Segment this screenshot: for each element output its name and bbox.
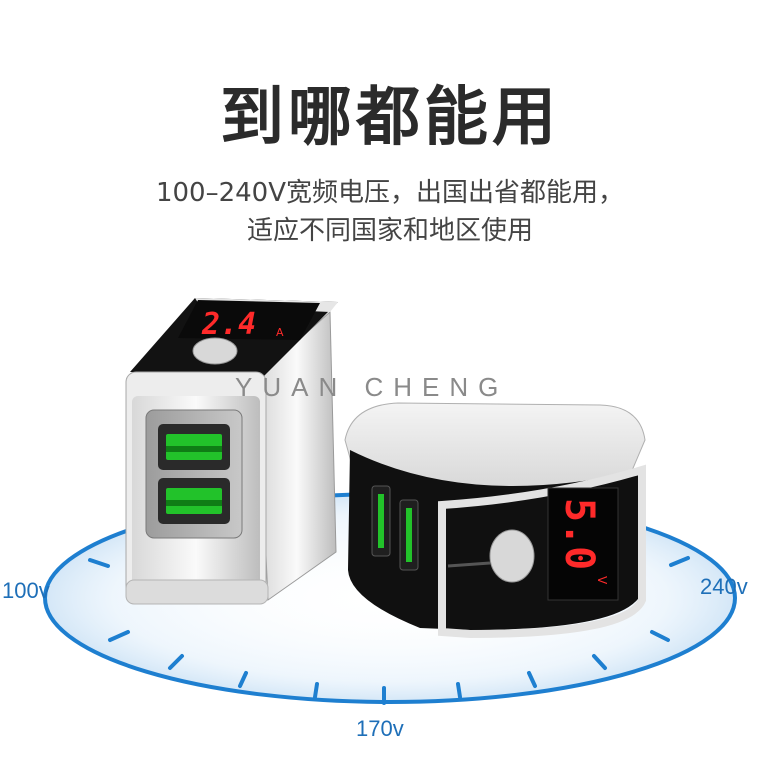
dial-label-100v: 100v xyxy=(2,578,50,603)
power-button-right xyxy=(489,529,535,583)
dial-label-240v: 240v xyxy=(700,574,748,599)
usb-port-right-2 xyxy=(399,499,419,571)
dial-label-170v: 170v xyxy=(356,716,404,741)
charger-right: 5.0 V xyxy=(344,402,646,639)
charger-left: 2.4 A xyxy=(125,298,338,605)
usb-port-right-1 xyxy=(371,485,391,557)
voltage-display: 5.0 V xyxy=(556,498,609,585)
display-value-left: 2.4 xyxy=(201,307,256,342)
usb-port-left-2 xyxy=(158,478,230,524)
current-display: 2.4 A xyxy=(178,300,320,342)
usb-port-left-1 xyxy=(158,424,230,470)
headline: 到哪都能用 xyxy=(220,81,560,155)
dial-ticks xyxy=(88,556,690,705)
display-unit-right: V xyxy=(595,576,609,585)
subtitle-line-1: 100–240V宽频电压，出国出省都能用， xyxy=(155,178,625,208)
display-unit-left: A xyxy=(276,326,284,339)
power-button-left xyxy=(192,337,238,365)
watermark: YUAN CHENG xyxy=(235,372,509,402)
display-value-right: 5.0 xyxy=(556,498,602,570)
subtitle-line-2: 适应不同国家和地区使用 xyxy=(246,216,533,246)
